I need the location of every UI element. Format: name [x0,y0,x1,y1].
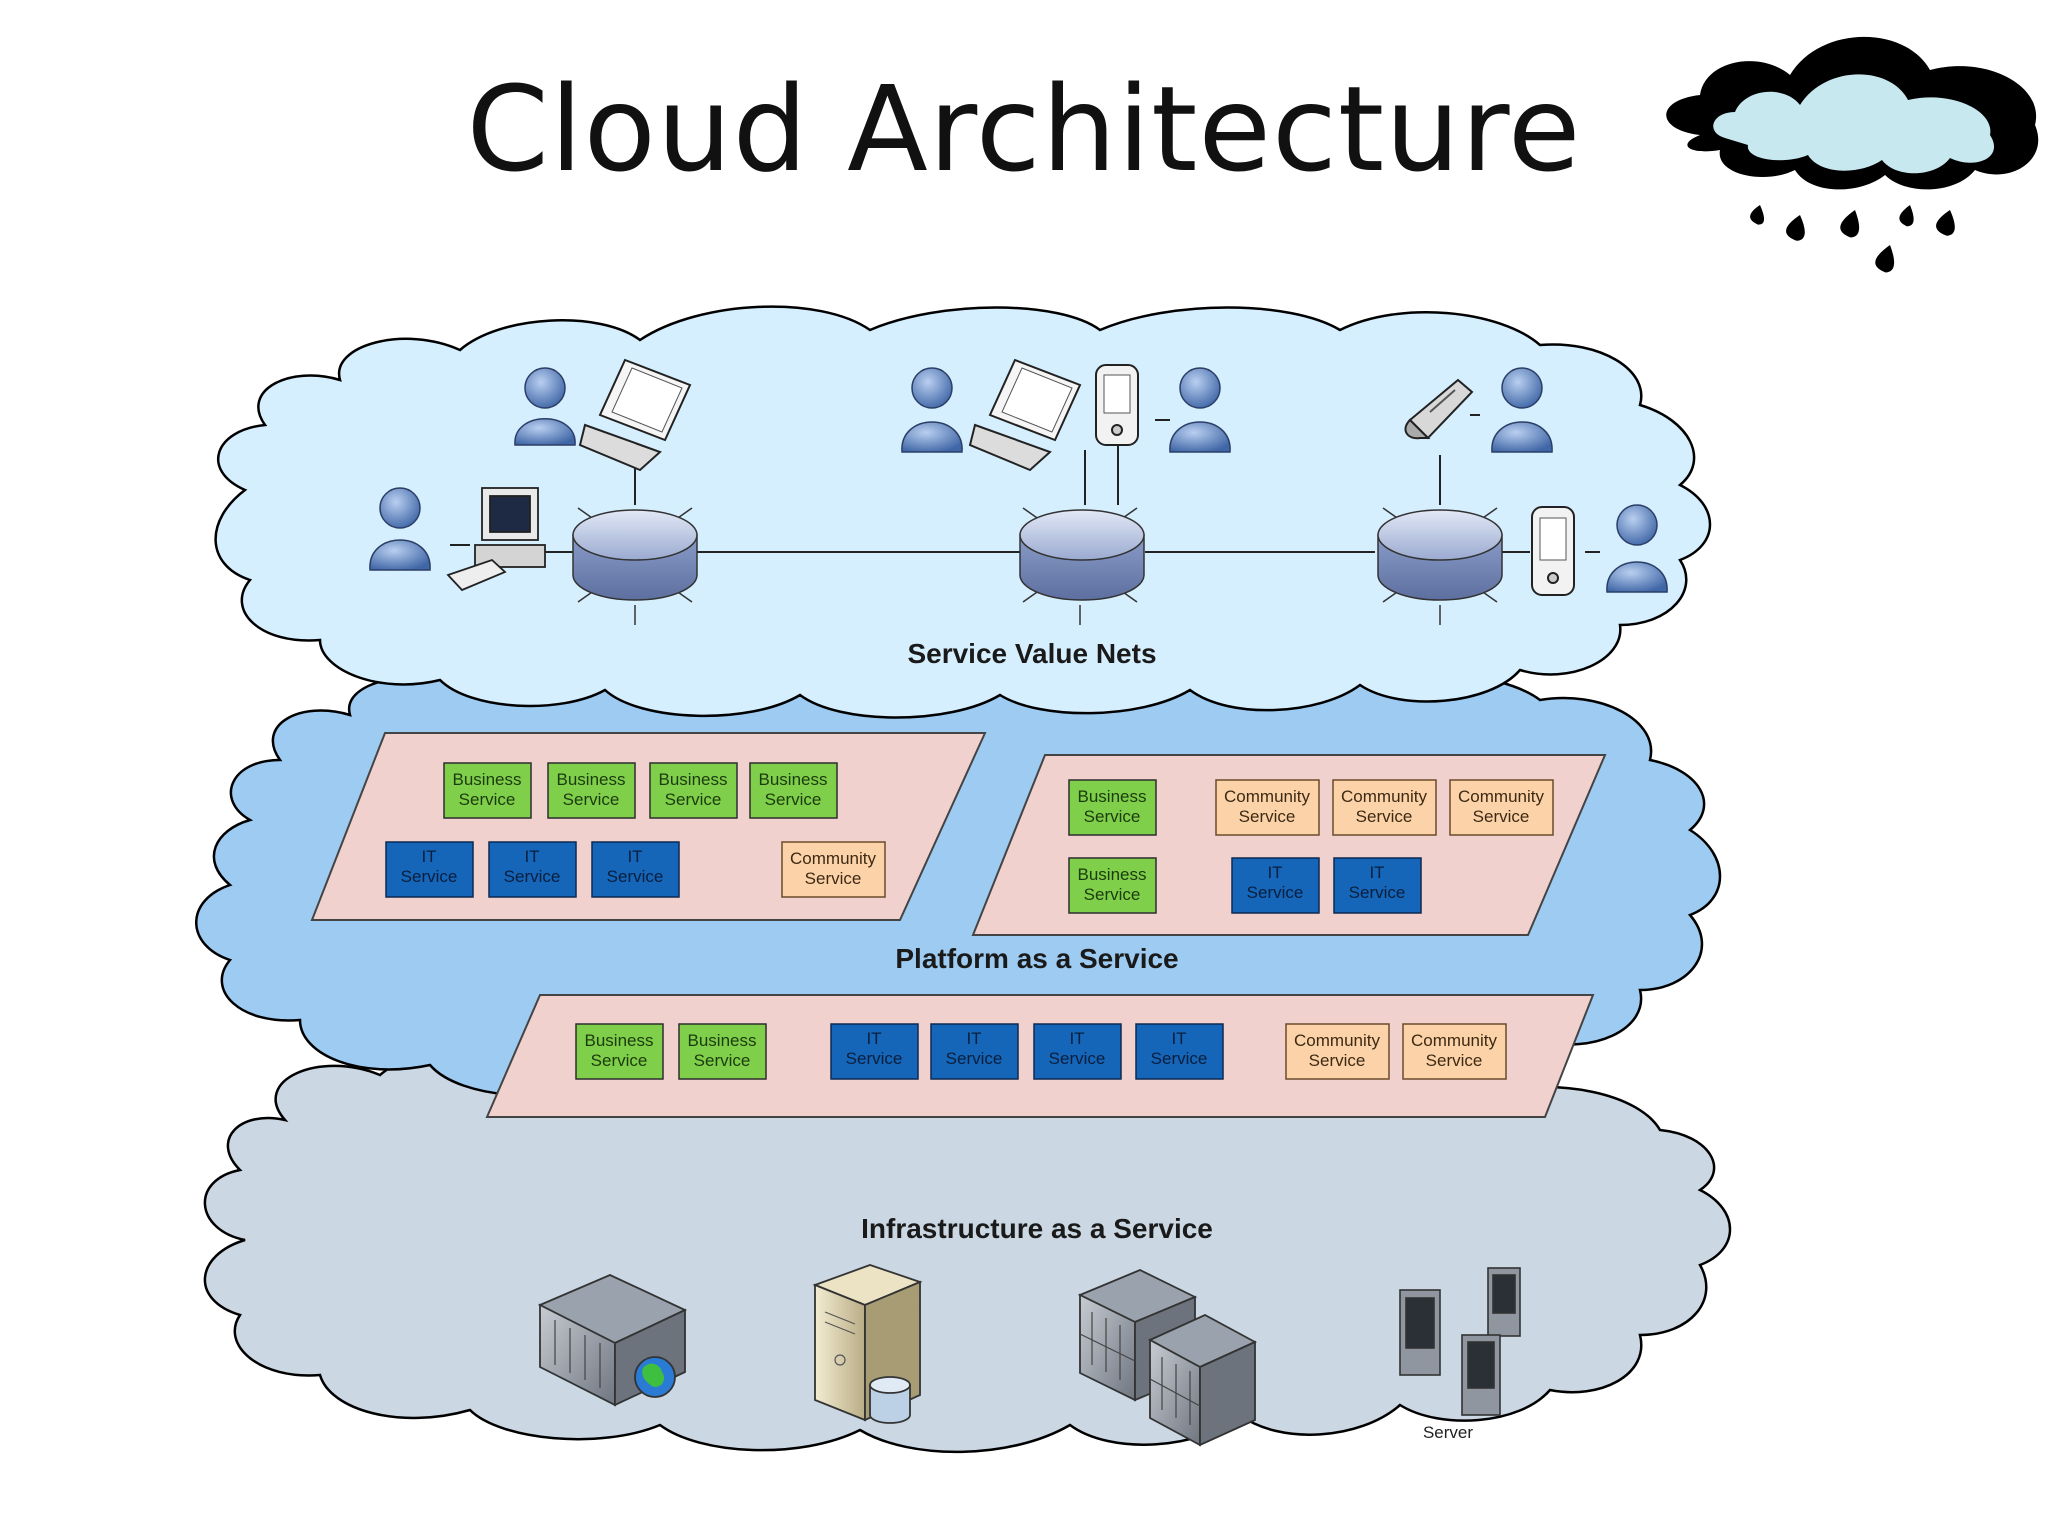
network-hub-icon [572,507,698,625]
person-icon [369,487,431,571]
laptop-icon [968,358,1082,472]
database-server-icon [812,1264,923,1424]
pda-icon [1531,506,1575,596]
network-hub-icon [1377,507,1503,625]
pda-icon [1095,364,1139,446]
laptop-icon [578,358,692,472]
svn-cloud [214,305,1712,719]
person-icon [1606,504,1668,593]
person-icon [1491,367,1553,453]
person-icon [514,367,576,446]
server-label: Server [1423,1423,1473,1442]
web-server-icon [537,1274,688,1407]
person-icon [901,367,963,453]
layer-label-iaas: Infrastructure as a Service [861,1213,1213,1244]
network-hub-icon [1019,507,1145,625]
network-links [450,414,1600,553]
rain-cloud-icon [1666,36,2039,273]
page-title: Cloud Architecture [466,60,1582,198]
desktop-computer-icon [446,487,546,592]
server-tower-icon [1399,1267,1521,1416]
person-icon [1169,367,1231,453]
layer-label-paas: Platform as a Service [895,943,1178,974]
server-rack-icon [1077,1269,1258,1447]
layer-label-service-value-nets: Service Value Nets [907,638,1156,669]
mobile-phone-icon [1404,378,1474,440]
